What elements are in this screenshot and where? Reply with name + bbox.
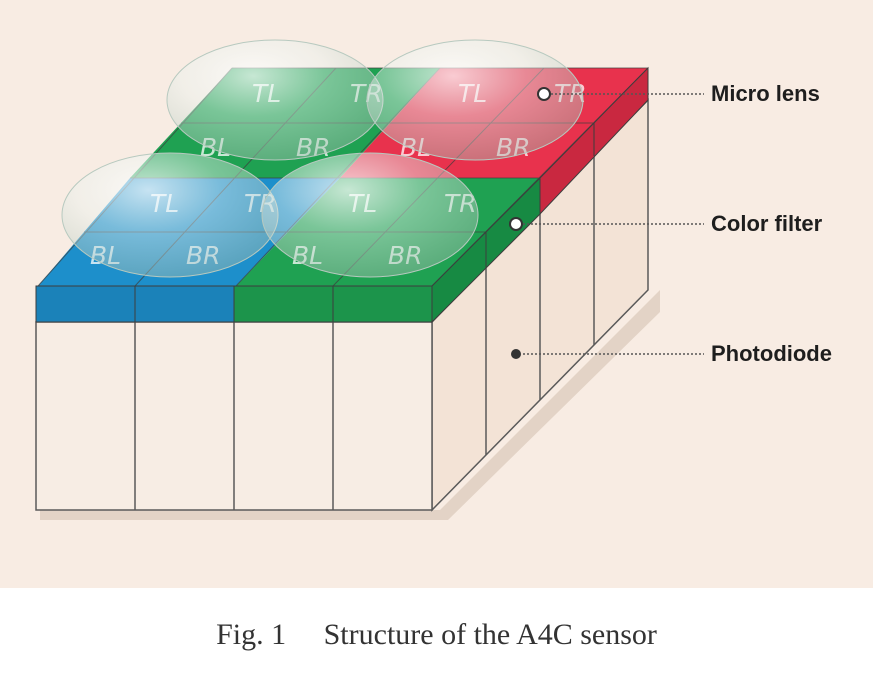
- figure-number: Fig. 1: [216, 618, 287, 651]
- photodiode-label: Photodiode: [711, 341, 832, 366]
- photodiode-front: [35, 321, 433, 511]
- micro-lens: [61, 152, 279, 278]
- callout-photodiode: Photodiode: [511, 341, 832, 366]
- micro-lens: [166, 39, 384, 161]
- micro-lens-label: Micro lens: [711, 81, 820, 106]
- sensor-diagram: TL TR BL BR TL TR BL BR TL TR BL BR TL T…: [0, 0, 873, 588]
- figure-caption: Fig. 1 Structure of the A4C sensor: [0, 618, 873, 652]
- callout-color-filter: Color filter: [509, 211, 823, 236]
- color-filter-side: [431, 66, 649, 324]
- micro-lenses: [61, 39, 584, 278]
- figure-title: Structure of the A4C sensor: [323, 618, 657, 651]
- micro-lens: [261, 152, 479, 278]
- color-filter-front: [35, 285, 433, 323]
- micro-lens: [366, 39, 584, 161]
- callout-micro-lens: Micro lens: [537, 81, 820, 106]
- color-filter-label: Color filter: [711, 211, 823, 236]
